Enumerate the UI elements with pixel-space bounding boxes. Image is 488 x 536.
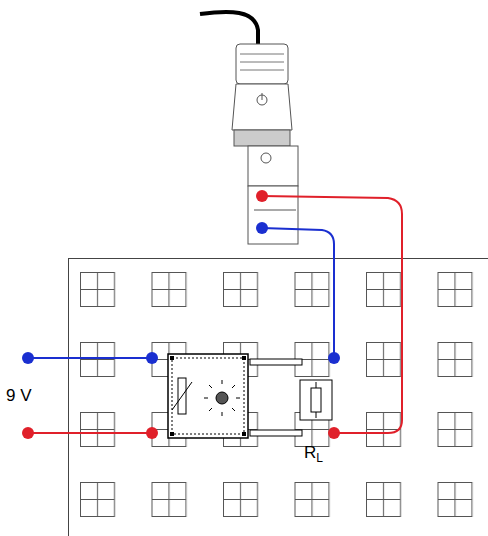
connector-bar (250, 430, 302, 436)
resistor-symbol (311, 388, 321, 412)
plug-socket (248, 186, 298, 244)
lamp-symbol (216, 392, 228, 404)
module-corners (170, 356, 246, 436)
sensor-cable (200, 12, 258, 44)
breadboard-grid (78, 270, 488, 536)
lamp-rays (204, 380, 240, 416)
resistor-block (300, 380, 332, 420)
plug-ridges (240, 54, 284, 70)
potentiometer-arrow (172, 382, 192, 410)
wires (28, 196, 402, 433)
connector-bar (250, 359, 302, 365)
voltage-label: 9 V (6, 387, 32, 404)
breadboard (69, 259, 488, 536)
sensor-plug (236, 44, 288, 84)
module-border (172, 358, 244, 434)
resistor-subscript: L (316, 452, 323, 464)
lamp-module (168, 354, 248, 438)
wire-ends (22, 190, 340, 439)
resistor-label: R (304, 444, 316, 461)
